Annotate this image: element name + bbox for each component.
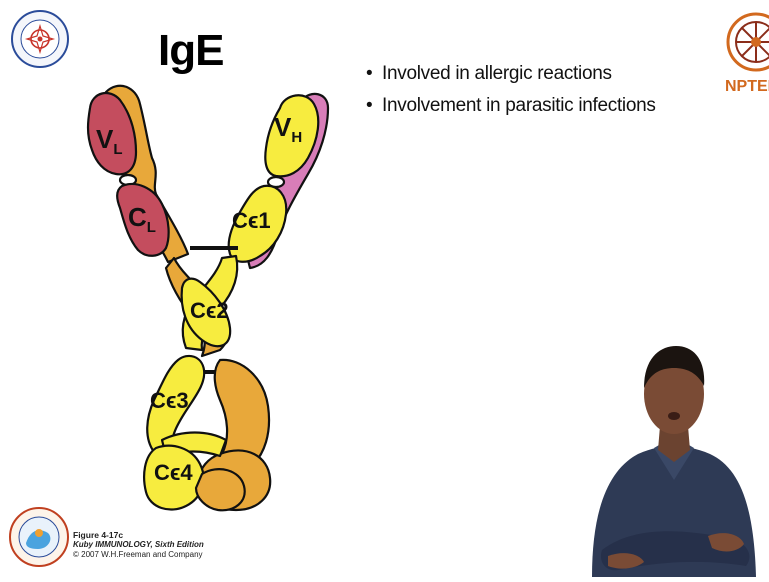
- figure-number: Figure 4-17c: [73, 530, 204, 540]
- presenter-video: [578, 330, 769, 582]
- bullet-item: Involvement in parasitic infections: [366, 90, 656, 122]
- slide-title: IgE: [158, 26, 223, 76]
- bullet-list: Involved in allergic reactions Involveme…: [366, 58, 656, 122]
- institute-seal-logo: [10, 8, 70, 75]
- ce4-label: Cϵ4: [154, 460, 193, 485]
- bullet-item: Involved in allergic reactions: [366, 58, 656, 90]
- nptel-wordmark: NPTEL: [725, 78, 769, 96]
- ce1-label: Cϵ1: [232, 208, 271, 233]
- ce3-label: Cϵ3: [150, 388, 189, 413]
- ige-antibody-diagram: VL CL VH Cϵ1 Cϵ2 Cϵ3 Cϵ4: [70, 78, 350, 523]
- figure-caption: Figure 4-17c Kuby IMMUNOLOGY, Sixth Edit…: [73, 530, 204, 560]
- nptel-logo: [724, 10, 769, 79]
- ce4-right-overlap: [196, 469, 245, 510]
- figure-source-book: Kuby IMMUNOLOGY, Sixth Edition: [73, 540, 204, 550]
- figure-copyright: © 2007 W.H.Freeman and Company: [73, 550, 204, 560]
- bottom-seal-logo: [8, 505, 70, 574]
- ce2-label: Cϵ2: [190, 298, 229, 323]
